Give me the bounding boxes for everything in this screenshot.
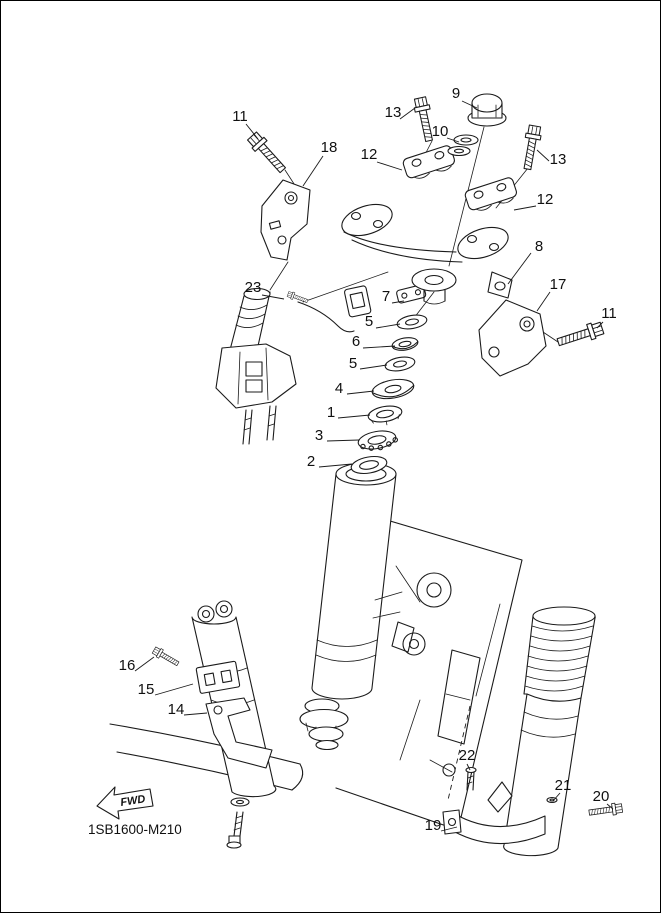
callout-15: 15: [138, 681, 155, 698]
part-steering-stem-bolt-9: [467, 93, 507, 127]
part-stay-bracket-14: [205, 697, 273, 769]
callout-13-b: 13: [550, 151, 567, 168]
part-bottom-washer-bolt: [226, 797, 250, 849]
callout-14: 14: [168, 701, 185, 718]
callout-22: 22: [459, 747, 476, 764]
callout-4: 4: [335, 380, 343, 397]
part-protector-clamp-19: [442, 809, 546, 845]
callout-3: 3: [315, 427, 323, 444]
callout-18: 18: [321, 139, 338, 156]
callout-21: 21: [555, 777, 572, 794]
callout-5-b: 5: [349, 355, 357, 372]
part-handle-crown-8: [341, 203, 513, 305]
part-bracket-18: [260, 179, 311, 261]
part-washers-10: [447, 134, 479, 157]
part-handlebar-holder-12-right: [464, 177, 517, 211]
callout-16: 16: [119, 657, 136, 674]
fwd-label: FWD: [120, 793, 147, 809]
lower-bearing-race: [299, 698, 349, 751]
callout-19: 19: [425, 817, 442, 834]
part-washer-21: [546, 796, 558, 804]
callout-23: 23: [245, 279, 262, 296]
callout-1: 1: [327, 404, 335, 421]
callout-5-a: 5: [365, 313, 373, 330]
callout-7: 7: [382, 288, 390, 305]
callout-8: 8: [535, 238, 543, 255]
diagram-code: 1SB1600-M210: [88, 822, 182, 837]
callout-20: 20: [593, 788, 610, 805]
callout-12-b: 12: [537, 191, 554, 208]
part-washer-5-upper: [396, 314, 428, 330]
callout-2: 2: [307, 453, 315, 470]
part-holder-plate-15: [195, 660, 241, 694]
part-bearing-3: [357, 430, 398, 451]
part-washer-2: [350, 455, 388, 475]
front-fork-right: [487, 606, 596, 857]
leader-lines: [134, 100, 614, 832]
part-locknut-6: [391, 337, 419, 351]
part-under-bracket-stem: [215, 287, 297, 445]
callout-6: 6: [352, 333, 360, 350]
callout-9: 9: [452, 85, 460, 102]
part-bearing-cover-4: [371, 378, 415, 400]
part-bracket-17: [478, 299, 547, 377]
callout-17: 17: [550, 276, 567, 293]
callout-11-a: 11: [232, 108, 248, 125]
part-ring-nut-1: [367, 405, 403, 426]
part-stud-23: [286, 285, 372, 333]
part-washer-5-lower: [384, 356, 416, 372]
callout-11-b: 11: [601, 305, 617, 322]
fwd-arrow-icon: FWD: [96, 786, 154, 820]
callout-13-a: 13: [385, 104, 402, 121]
part-screw-22: [465, 766, 477, 791]
callout-10: 10: [432, 123, 449, 140]
callout-12-a: 12: [361, 146, 378, 163]
